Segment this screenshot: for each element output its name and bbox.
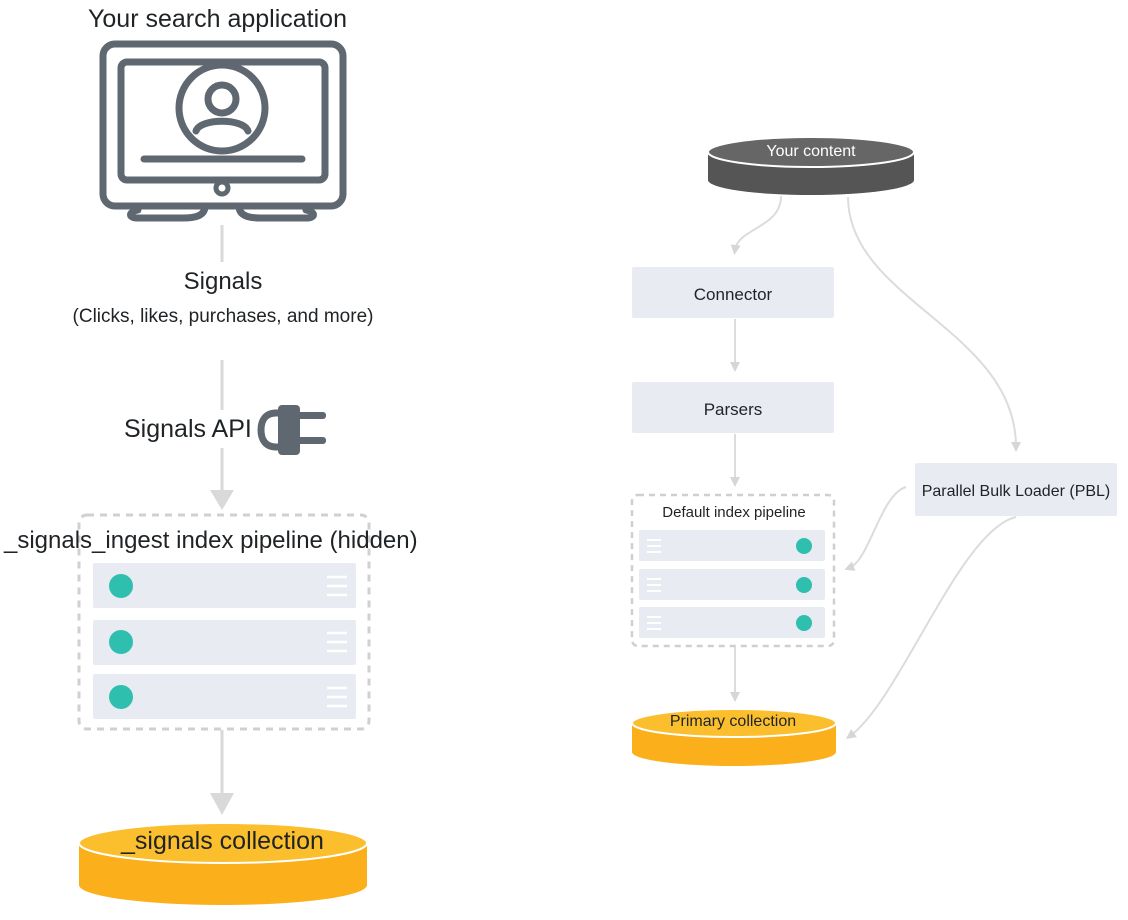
arrow-content-to-connector [730,195,782,255]
pbl-box [915,463,1117,516]
arrow-pbl-to-pipeline [844,486,907,571]
signals-label: Signals [183,268,263,295]
signals-collection-label: _signals collection [121,827,324,855]
primary-collection-database [631,708,837,766]
monitor-icon [99,40,347,222]
arrow-pbl-to-primary [845,516,1017,739]
arrow-pipeline-to-signals-collection [210,730,234,815]
parsers-label: Parsers [703,400,763,419]
connector-box [632,267,834,318]
content-database [707,136,915,195]
default-pipeline-stage [639,607,825,638]
parsers-box [632,382,834,433]
signals-pipeline-stage [93,620,356,665]
default-pipeline-label: Default index pipeline [662,504,806,521]
signals-pipeline-frame [77,513,371,731]
content-label: Your content [766,143,856,160]
arrow-content-to-pbl [847,196,1021,452]
app-title: Your search application [88,5,347,33]
primary-collection-label: Primary collection [669,713,797,730]
arrow-api-to-pipeline [210,448,234,510]
signals-description: (Clicks, likes, purchases, and more) [72,306,374,327]
signals-api-label: Signals API [124,415,252,443]
signals-collection-database [78,822,368,905]
default-pipeline-frame [630,493,836,648]
default-pipeline-stage [639,569,825,600]
connector-label: Connector [693,285,773,304]
signals-pipeline-label: _signals_ingest index pipeline (hidden) [4,527,418,554]
signals-pipeline-stage [93,674,356,719]
plug-icon [257,405,326,455]
pbl-label: Parallel Bulk Loader (PBL) [921,483,1111,500]
signals-pipeline-stage [93,563,356,608]
default-pipeline-stage [639,530,825,561]
